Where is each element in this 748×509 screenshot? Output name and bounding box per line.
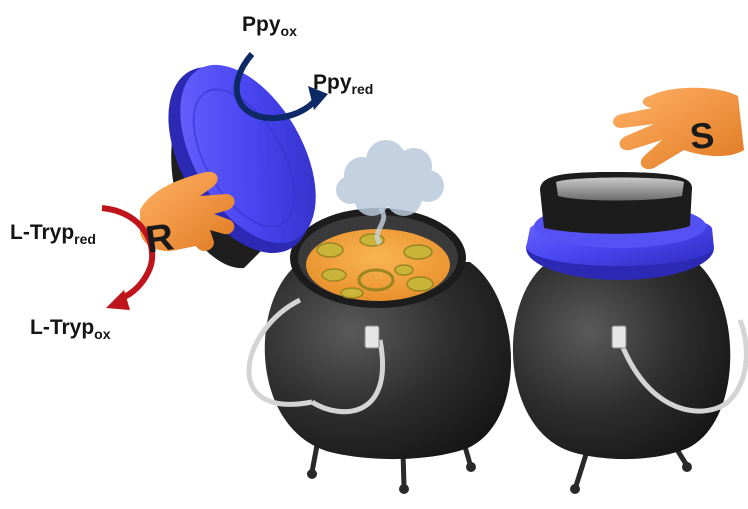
label-ppy-ox-base: Ppy <box>242 13 281 36</box>
label-ltryp-red: L-Trypred <box>10 222 96 246</box>
right-cauldron <box>513 172 746 494</box>
label-ltryp-ox: L-Trypox <box>30 317 111 341</box>
label-ltryp-ox-sub: ox <box>94 326 110 342</box>
label-ppy-ox: Ppyox <box>242 14 297 38</box>
left-cauldron <box>249 208 511 494</box>
hand-letter-s: S <box>688 117 716 155</box>
hand-letter-r: R <box>143 218 175 259</box>
label-ltryp-red-sub: red <box>74 231 96 247</box>
label-ltryp-ox-base: L-Tryp <box>30 316 94 339</box>
right-cauldron-handle-clip <box>612 326 626 348</box>
label-ppy-red-sub: red <box>352 81 374 97</box>
label-ppy-red-base: Ppy <box>313 71 352 94</box>
right-hand <box>613 88 744 169</box>
steam-cloud <box>336 140 444 216</box>
label-ltryp-red-base: L-Tryp <box>10 221 74 244</box>
label-ppy-ox-sub: ox <box>281 23 297 39</box>
right-cauldron-body <box>513 262 730 459</box>
label-ppy-red: Ppyred <box>313 72 373 96</box>
left-cauldron-handle-clip <box>365 326 379 348</box>
